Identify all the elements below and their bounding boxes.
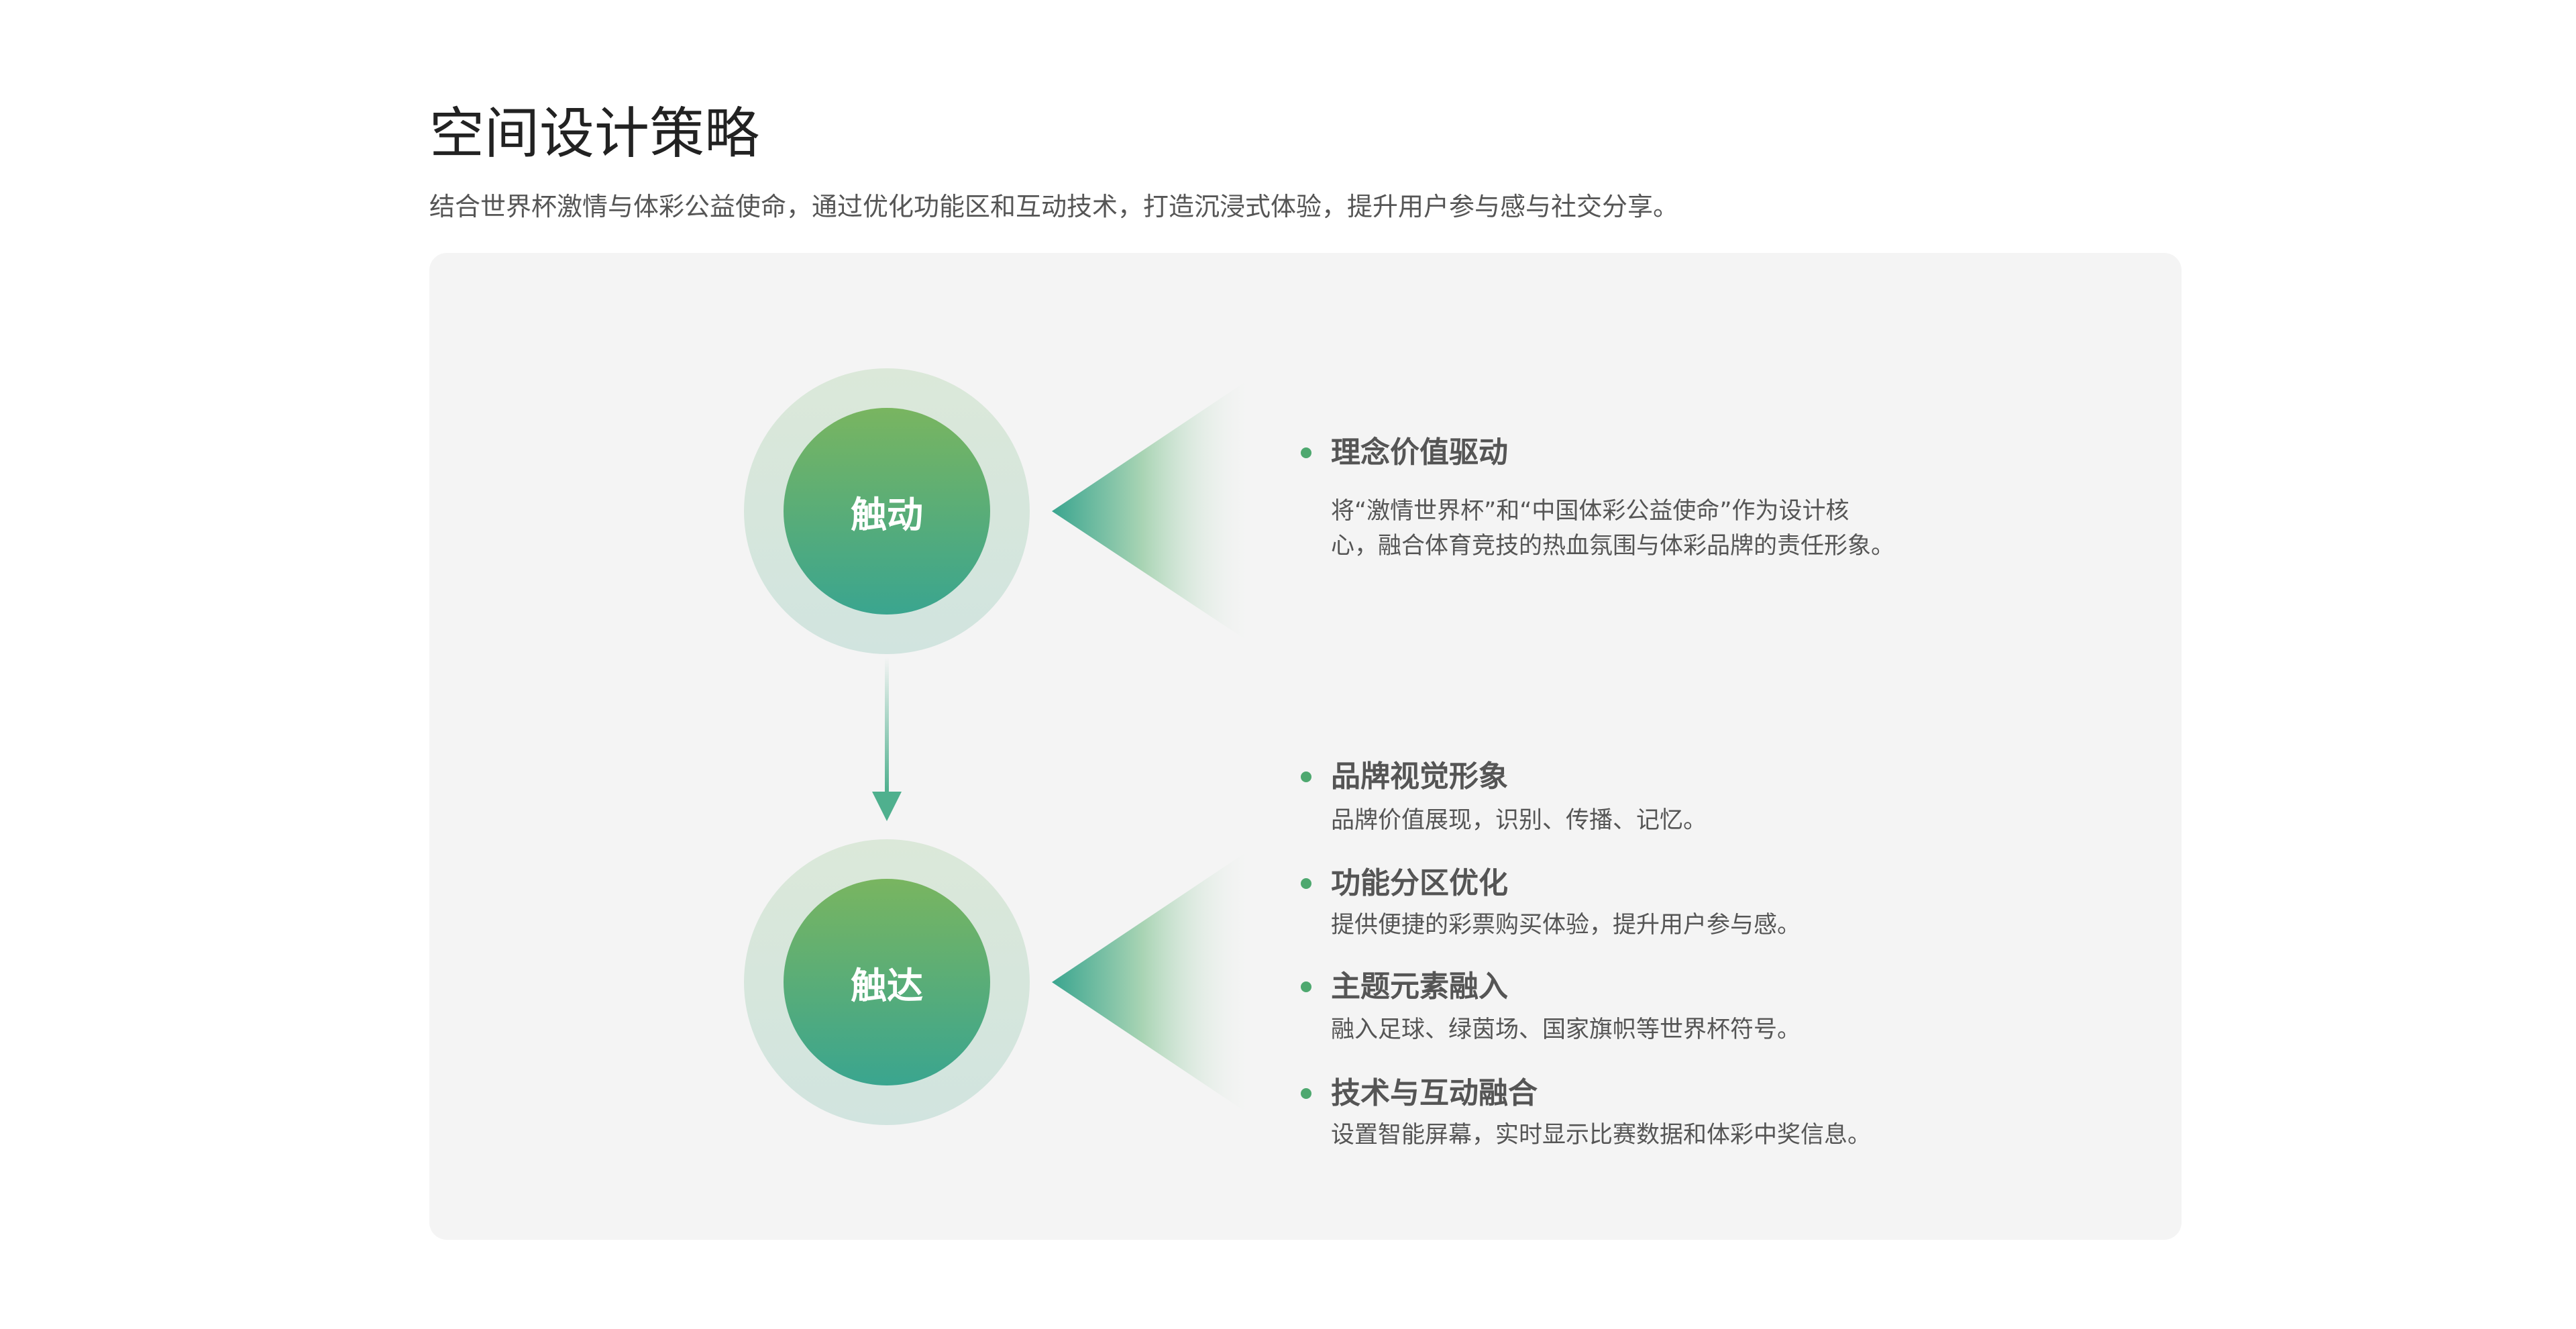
item-desc: 将“激情世界杯”和“中国体彩公益使命”作为设计核 — [1331, 498, 1849, 525]
node-reach: 触达 — [784, 879, 990, 1085]
node-label: 触动 — [851, 493, 923, 536]
item-title: 主题元素融入 — [1331, 969, 1508, 1004]
diagram-panel — [429, 253, 2182, 1240]
item-desc: 品牌价值展现，识别、传播、记忆。 — [1331, 807, 1707, 834]
page-subtitle: 结合世界杯激情与体彩公益使命，通过优化功能区和互动技术，打造沉浸式体验，提升用户… — [429, 192, 1679, 221]
page-title: 空间设计策略 — [429, 102, 760, 166]
arrow-shaft — [885, 657, 889, 792]
bullet-dot — [1301, 878, 1311, 889]
item-desc: 心，融合体育竞技的热血氛围与体彩品牌的责任形象。 — [1331, 533, 1895, 560]
spotlight-triangle-2 — [1052, 847, 1254, 1118]
item-title: 技术与互动融合 — [1331, 1076, 1538, 1110]
bullet-dot — [1301, 981, 1311, 992]
item-title: 品牌视觉形象 — [1331, 759, 1508, 794]
node-touch: 触动 — [784, 408, 990, 615]
item-desc: 提供便捷的彩票购买体验，提升用户参与感。 — [1331, 912, 1801, 939]
bullet-dot — [1301, 1088, 1311, 1099]
bullet-dot — [1301, 447, 1311, 458]
arrow-down-icon — [872, 792, 902, 821]
spotlight-triangle-1 — [1052, 376, 1254, 645]
item-desc: 设置智能屏幕，实时显示比赛数据和体彩中奖信息。 — [1331, 1122, 1872, 1149]
node-label: 触达 — [851, 964, 923, 1007]
bullet-dot — [1301, 772, 1311, 782]
item-title: 功能分区优化 — [1331, 866, 1508, 900]
item-desc: 融入足球、绿茵场、国家旗帜等世界杯符号。 — [1331, 1016, 1801, 1043]
item-title: 理念价值驱动 — [1331, 435, 1508, 470]
